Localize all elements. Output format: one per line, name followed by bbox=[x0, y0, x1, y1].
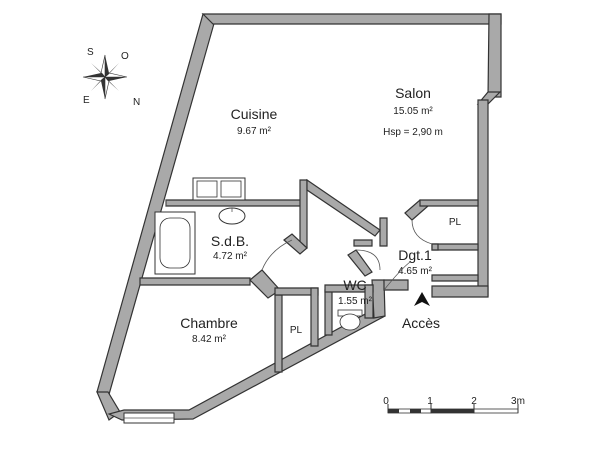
room-wc-name: WC bbox=[343, 277, 366, 293]
room-salon-name: Salon bbox=[395, 85, 431, 101]
room-sdb-area: 4.72 m² bbox=[213, 251, 248, 262]
entrance-arrow-icon bbox=[414, 292, 430, 306]
scale-tick-2: 2 bbox=[471, 396, 477, 407]
compass-o-label: O bbox=[121, 51, 129, 62]
compass-n-label: N bbox=[133, 97, 140, 108]
interior-walls bbox=[139, 178, 479, 373]
scale-tick-0: 0 bbox=[383, 396, 389, 407]
bathtub bbox=[154, 211, 196, 275]
scale-tick-1: 1 bbox=[427, 396, 433, 407]
kitchen-sink bbox=[165, 177, 246, 206]
room-chambre-area: 8.42 m² bbox=[192, 334, 227, 345]
toilet bbox=[337, 309, 363, 331]
closet-salon-label: PL bbox=[449, 217, 462, 228]
room-chambre-name: Chambre bbox=[180, 315, 238, 331]
closet-chambre-label: PL bbox=[290, 325, 303, 336]
scale-bar: 0 1 2 3m bbox=[383, 396, 525, 414]
room-dgt-name: Dgt.1 bbox=[398, 247, 432, 263]
exterior-walls bbox=[96, 13, 502, 421]
door-swings bbox=[261, 219, 433, 291]
room-salon-height: Hsp = 2,90 m bbox=[383, 127, 443, 138]
room-wc-area: 1.55 m² bbox=[338, 296, 373, 307]
compass-rose: S O E N bbox=[82, 47, 140, 108]
entrance-marker: Accès bbox=[402, 292, 440, 331]
compass-s-label: S bbox=[87, 47, 94, 58]
entrance-label: Accès bbox=[402, 315, 440, 331]
room-cuisine-name: Cuisine bbox=[231, 106, 278, 122]
room-sdb-name: S.d.B. bbox=[211, 233, 249, 249]
washbasin bbox=[218, 207, 246, 225]
room-salon-area: 15.05 m² bbox=[393, 106, 433, 117]
room-cuisine-area: 9.67 m² bbox=[237, 126, 272, 137]
window bbox=[123, 412, 175, 424]
scale-tick-3: 3m bbox=[511, 396, 525, 407]
compass-e-label: E bbox=[83, 95, 90, 106]
room-dgt-area: 4.65 m² bbox=[398, 266, 433, 277]
